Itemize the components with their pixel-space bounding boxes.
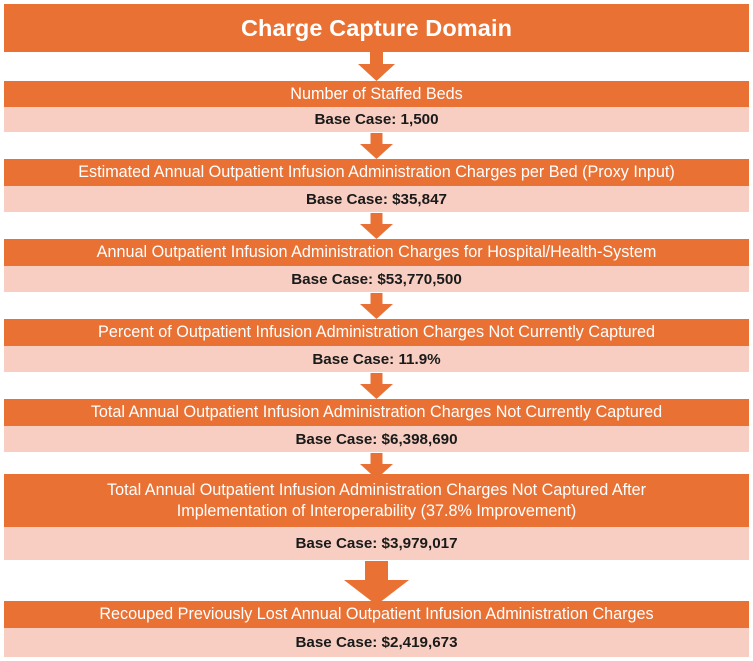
down-arrow-icon [360,373,393,399]
stage-title-recouped-charges: Recouped Previously Lost Annual Outpatie… [4,601,749,628]
stage-title-line-1: Total Annual Outpatient Infusion Adminis… [107,480,646,499]
down-arrow-icon [360,213,393,239]
down-arrow-icon [360,453,393,479]
stage-value-not-captured-after-interop: Base Case: $3,979,017 [4,527,749,560]
stage-title-not-captured-after-interop: Total Annual Outpatient Infusion Adminis… [4,474,749,527]
stage-value-recouped-charges: Base Case: $2,419,673 [4,628,749,657]
stage-title-charges-per-bed: Estimated Annual Outpatient Infusion Adm… [4,159,749,186]
stage-title-annual-charges-system: Annual Outpatient Infusion Administratio… [4,239,749,266]
stage-value-staffed-beds: Base Case: 1,500 [4,107,749,132]
stage-title-staffed-beds: Number of Staffed Beds [4,81,749,107]
stage-title-percent-not-captured: Percent of Outpatient Infusion Administr… [4,319,749,346]
stage-title-line-2: Implementation of Interoperability (37.8… [176,501,577,520]
stage-value-charges-per-bed: Base Case: $35,847 [4,186,749,212]
down-arrow-icon [358,52,395,81]
down-arrow-icon [360,133,393,159]
down-arrow-icon [360,293,393,319]
stage-value-annual-charges-system: Base Case: $53,770,500 [4,266,749,292]
stage-title-total-not-captured: Total Annual Outpatient Infusion Adminis… [4,399,749,426]
diagram-title: Charge Capture Domain [4,4,749,52]
stage-value-percent-not-captured: Base Case: 11.9% [4,346,749,372]
down-arrow-icon [344,561,409,605]
stage-value-total-not-captured: Base Case: $6,398,690 [4,426,749,452]
